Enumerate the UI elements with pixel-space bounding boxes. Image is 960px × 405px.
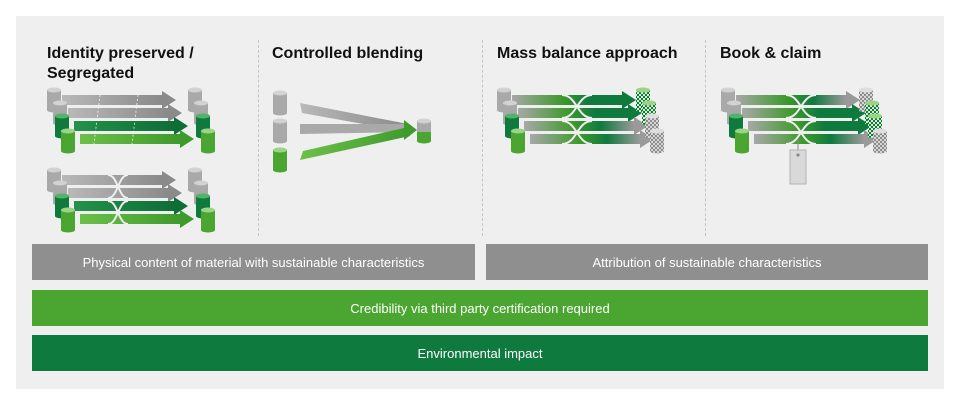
arrow-icon [62,171,176,189]
cylinder-icon [273,90,287,116]
cylinder-icon [650,128,664,154]
book-and-claim-flow [721,87,887,185]
certificate-tag-icon [789,140,807,185]
cylinder-icon [417,118,431,144]
arrow-icon [404,120,417,140]
title-controlled-blending: Controlled blending [272,45,424,62]
column-divider [705,40,706,236]
arrow-icon [80,210,194,228]
column-divider [258,40,259,236]
arrow-icon [524,117,648,135]
arrow-icon [74,197,188,215]
cylinder-icon [735,128,749,154]
cylinder-icon [273,147,287,173]
mass-balance-flow [497,87,664,154]
physical-content-band: Physical content of material with sustai… [32,244,475,280]
cylinder-icon [273,118,287,144]
arrow-icon [62,91,176,109]
title-book-and-claim: Book & claim [720,45,822,62]
title-identity-preserved: Identity preserved / Segregated [47,45,194,82]
arrow-icon [80,130,194,148]
attribution-band: Attribution of sustainable characteristi… [486,244,928,280]
arrow-icon [68,104,182,122]
arrow-icon [748,117,872,135]
arrow-icon [754,130,878,148]
cylinder-icon [873,128,887,154]
title-mass-balance: Mass balance approach [497,45,678,62]
cylinder-icon [61,207,75,233]
arrow-icon [68,184,182,202]
segregated-flow-top [47,87,215,154]
column-divider [482,40,483,236]
credibility-band: Credibility via third party certificatio… [32,290,928,326]
arrow-icon [530,130,654,148]
arrow-icon [74,117,188,135]
cylinder-icon [511,128,525,154]
environmental-impact-band: Environmental impact [32,335,928,371]
cylinder-icon [201,207,215,233]
arrow-icon [512,91,636,109]
arrow-icon [736,91,860,109]
segregated-flow-bottom [47,167,215,233]
cylinder-icon [61,128,75,154]
controlled-blending-flow [273,90,431,173]
cylinder-icon [201,128,215,154]
